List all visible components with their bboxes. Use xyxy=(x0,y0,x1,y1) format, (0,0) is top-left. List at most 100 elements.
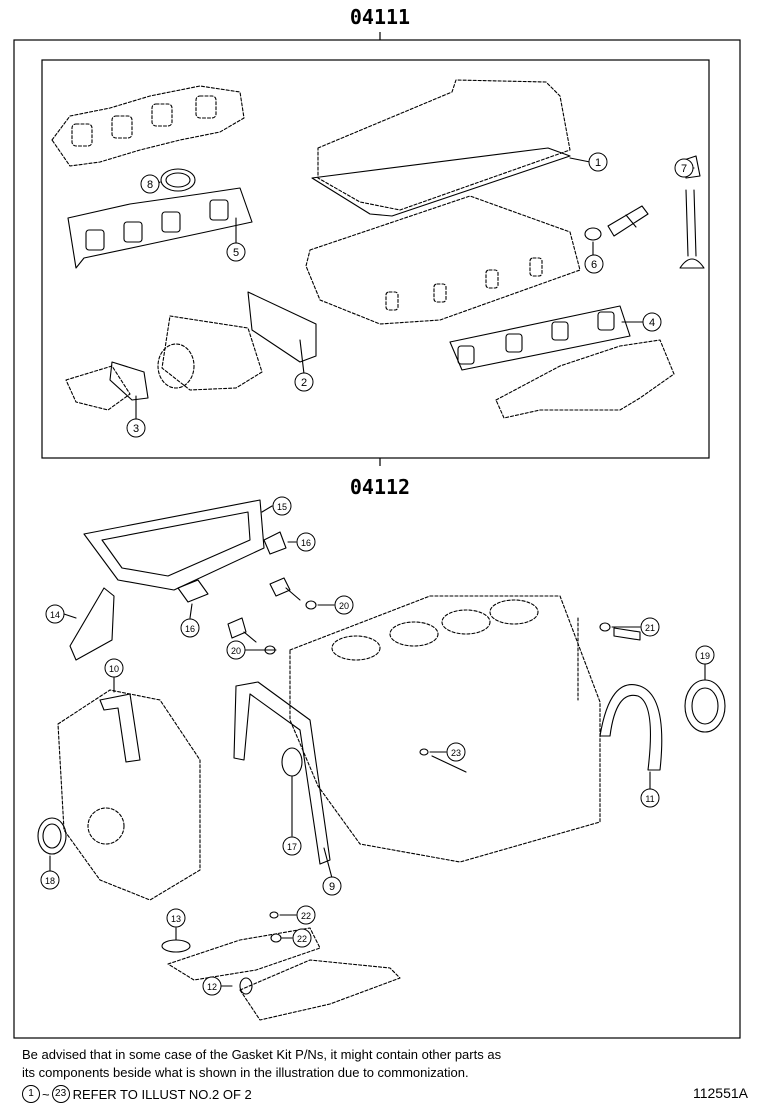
callout-16b-circle xyxy=(180,618,200,638)
callout-9-circle xyxy=(322,876,342,896)
range-start-callout: 1 xyxy=(22,1085,40,1103)
callout-22a-circle xyxy=(296,905,316,925)
kit-04112-frame xyxy=(13,39,741,1039)
callout-4: 4 xyxy=(649,317,655,329)
advisory-note-line-2: its components beside what is shown in t… xyxy=(22,1065,469,1080)
gasket-16-lower xyxy=(177,579,209,603)
water-outlet-drawing xyxy=(157,315,263,391)
callout-20b-circle xyxy=(226,640,246,660)
callout-13-circle xyxy=(166,908,186,928)
callout-22b: 22 xyxy=(297,934,307,944)
callout-8: 8 xyxy=(147,179,153,191)
callout-12: 12 xyxy=(207,982,217,992)
callout-7: 7 xyxy=(681,163,687,175)
kit-code-04112: 04112 xyxy=(350,475,410,499)
callout-20a: 20 xyxy=(339,601,349,611)
gasket-10 xyxy=(99,693,141,763)
gasket-13 xyxy=(161,939,191,953)
callout-2-circle xyxy=(294,372,314,392)
bolt-20-upper xyxy=(269,577,317,610)
gasket-22-lower xyxy=(270,933,282,943)
callout-9: 9 xyxy=(329,881,335,893)
callout-22a: 22 xyxy=(301,911,311,921)
callout-16b: 16 xyxy=(185,624,195,634)
callout-23: 23 xyxy=(451,748,461,758)
water-outlet-gasket-2 xyxy=(247,291,317,363)
callout-1: 1 xyxy=(595,157,601,169)
kit-04111-frame xyxy=(41,59,710,459)
callout-15-circle xyxy=(272,496,292,516)
callout-6-circle xyxy=(584,254,604,274)
cylinder-block-drawing xyxy=(289,595,601,863)
callout-17-circle xyxy=(282,836,302,856)
injector-seal-6 xyxy=(584,205,649,241)
callout-14: 14 xyxy=(50,610,60,620)
bolt-21 xyxy=(599,622,641,641)
kit-code-04111: 04111 xyxy=(350,5,410,29)
oil-strainer-drawing xyxy=(167,927,401,1021)
oil-seal-19 xyxy=(684,679,726,733)
thermostat-gasket-3 xyxy=(109,361,149,401)
gasket-9 xyxy=(233,681,331,865)
timing-cover-gasket-15 xyxy=(83,499,265,591)
callout-15: 15 xyxy=(277,502,287,512)
rear-seal-retainer-gasket-11 xyxy=(599,684,663,771)
callout-19: 19 xyxy=(700,651,710,661)
callout-18-circle xyxy=(40,870,60,890)
advisory-note-line-1: Be advised that in some case of the Gask… xyxy=(22,1047,502,1062)
cylinder-head-cover-drawing xyxy=(311,79,571,217)
callout-23-circle xyxy=(446,742,466,762)
callout-7-circle xyxy=(674,158,694,178)
callout-14-circle xyxy=(45,604,65,624)
gasket-16-upper xyxy=(263,531,287,555)
exhaust-manifold-gasket-4 xyxy=(449,305,631,371)
range-end-callout: 23 xyxy=(51,1085,70,1103)
callout-4-circle xyxy=(642,312,662,332)
figure-id: 112551A xyxy=(692,1085,748,1101)
callout-10: 10 xyxy=(109,664,119,674)
callout-3-circle xyxy=(126,418,146,438)
reference-text: REFER TO ILLUST NO.2 OF 2 xyxy=(72,1086,252,1102)
leader-lines xyxy=(49,157,706,987)
exhaust-manifold-drawing xyxy=(495,339,675,419)
callout-16a-circle xyxy=(296,532,316,552)
drain-plug-23 xyxy=(419,748,467,773)
gasket-8-ring xyxy=(160,168,196,192)
callout-11: 11 xyxy=(645,794,654,804)
thermostat-housing-drawing xyxy=(65,365,131,411)
gasket-14 xyxy=(69,587,115,661)
callout-2: 2 xyxy=(301,377,307,389)
head-cover-gasket-1 xyxy=(311,147,571,217)
callout-13: 13 xyxy=(171,914,181,924)
callout-3: 3 xyxy=(133,423,139,435)
callout-21: 21 xyxy=(645,623,655,633)
callout-10-circle xyxy=(104,658,124,678)
callout-5-circle xyxy=(226,242,246,262)
callout-5: 5 xyxy=(233,247,239,259)
gasket-22-upper xyxy=(269,911,279,919)
valve-stem-seal-7 xyxy=(679,155,705,269)
callout-17: 17 xyxy=(287,842,297,852)
intake-manifold-drawing xyxy=(51,85,245,167)
callout-21-circle xyxy=(640,617,660,637)
callout-1-circle xyxy=(588,152,608,172)
range-tilde: ~ xyxy=(42,1086,50,1102)
callout-12-circle xyxy=(202,976,222,996)
callout-6: 6 xyxy=(591,259,597,271)
intake-manifold-gasket-5 xyxy=(67,187,253,269)
callout-19-circle xyxy=(695,645,715,665)
callout-22b-circle xyxy=(292,928,312,948)
callout-20b: 20 xyxy=(231,646,241,656)
callout-11-circle xyxy=(640,788,660,808)
oil-seal-18 xyxy=(37,817,67,855)
cylinder-head-drawing xyxy=(305,195,581,325)
callout-8-circle xyxy=(140,174,160,194)
timing-cover-drawing xyxy=(57,689,201,901)
gasket-12 xyxy=(239,977,253,995)
callout-18: 18 xyxy=(45,876,55,886)
oil-seal-17 xyxy=(281,747,303,777)
callout-20a-circle xyxy=(334,595,354,615)
callout-16a: 16 xyxy=(301,538,311,548)
